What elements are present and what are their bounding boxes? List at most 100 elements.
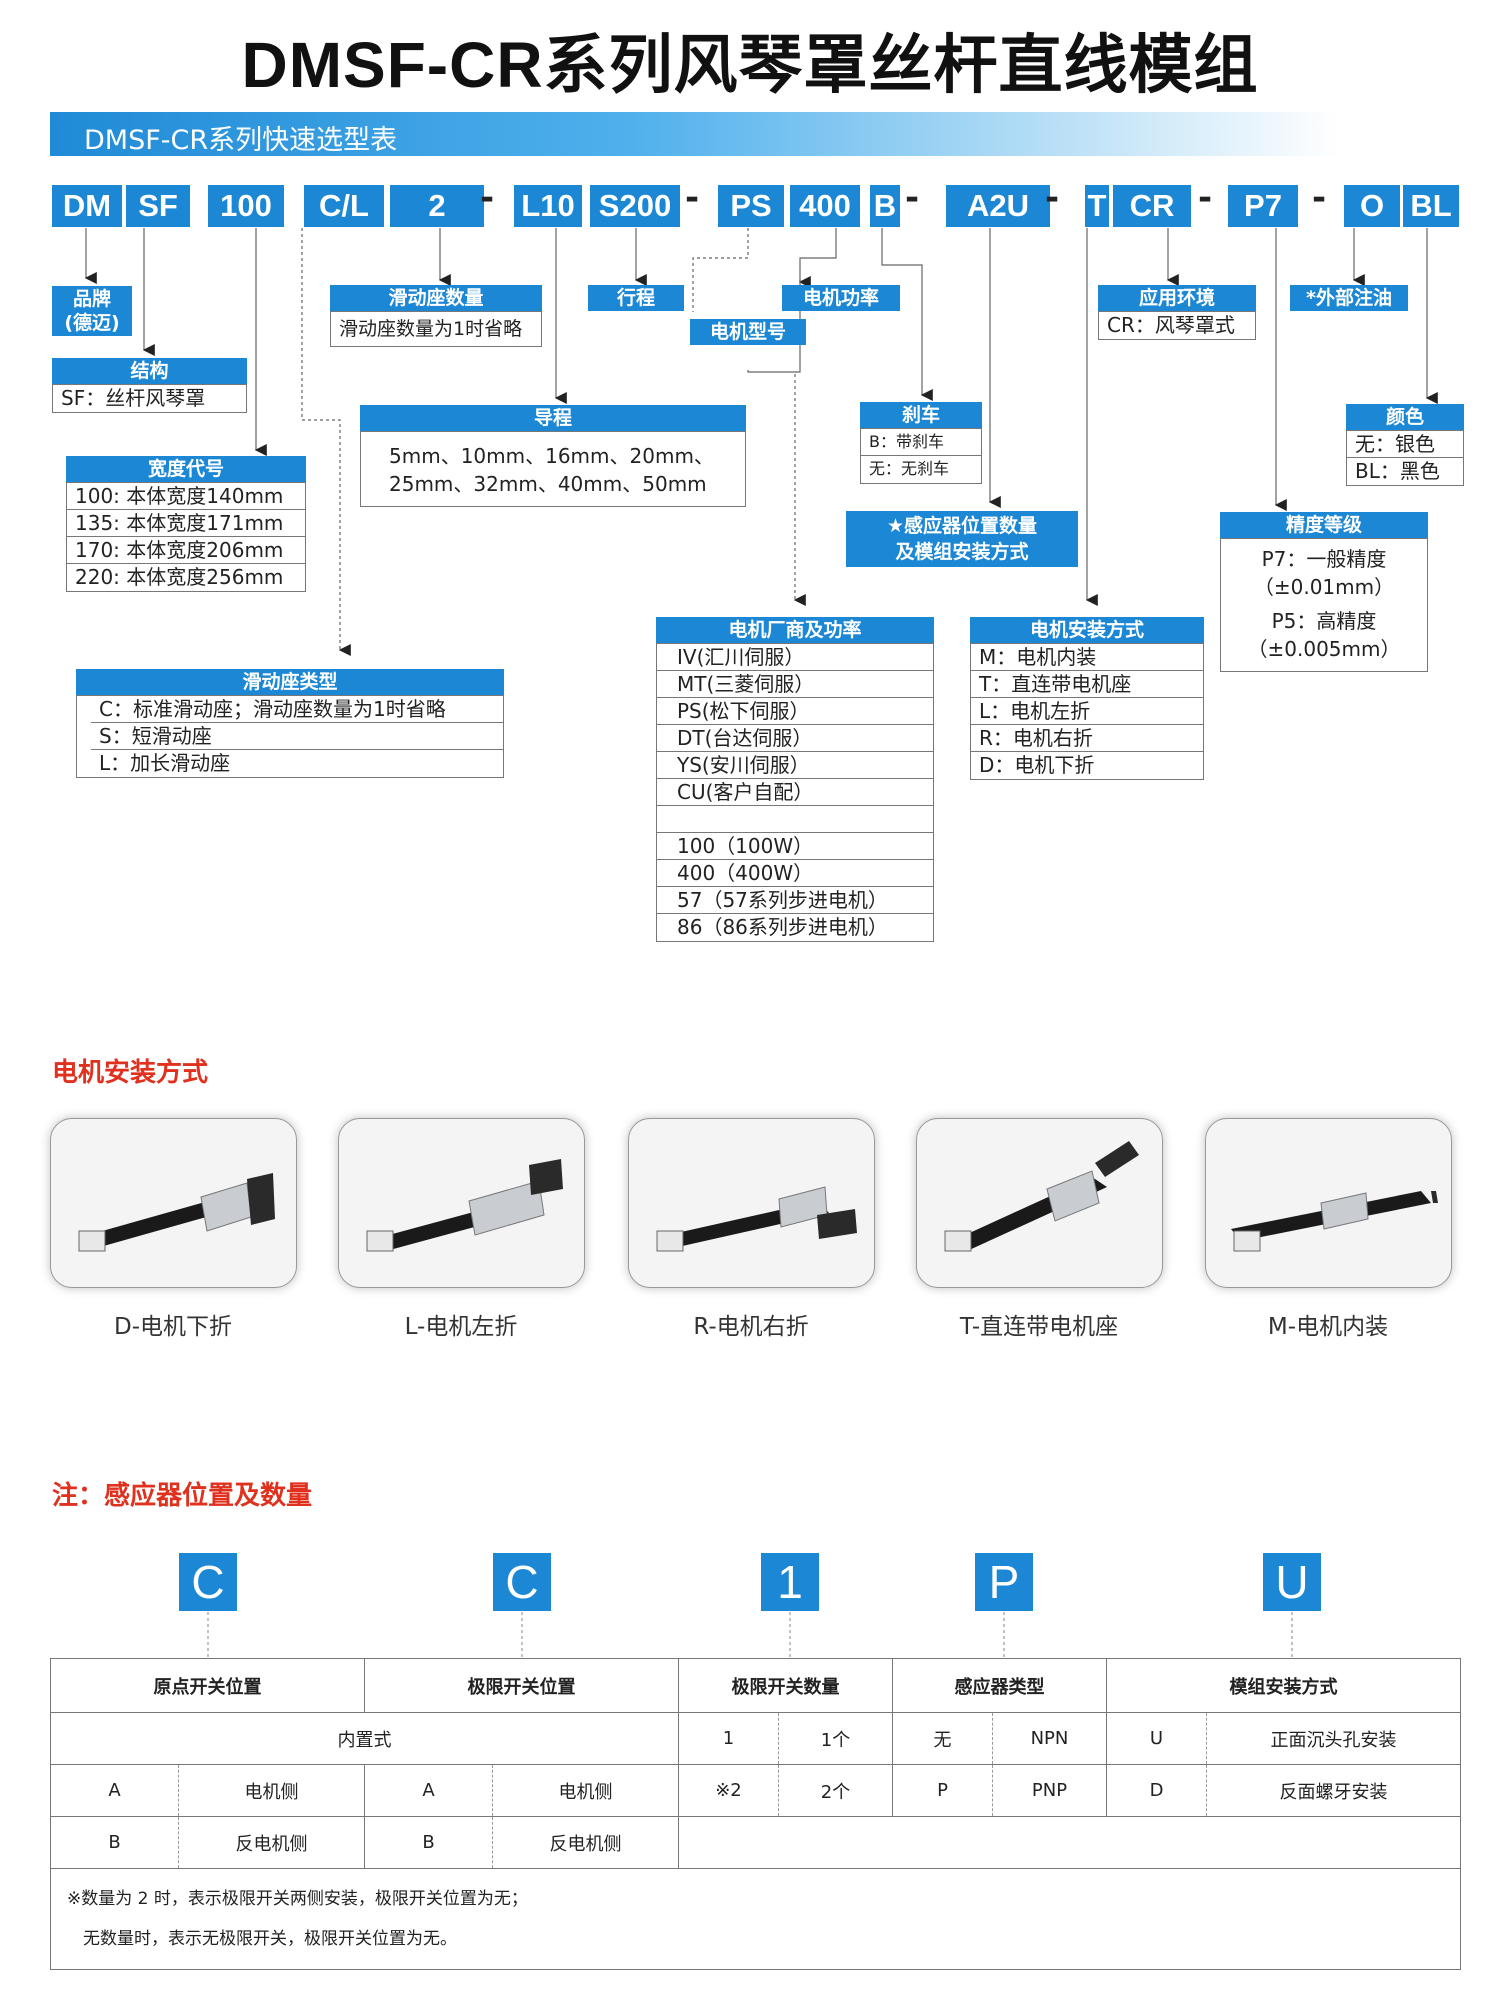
cell-count-code: 1 [678, 1712, 779, 1765]
header-sensor-type: 感应器类型 [892, 1658, 1107, 1713]
cell-builtin: 内置式 [50, 1712, 679, 1765]
header-origin-switch: 原点开关位置 [50, 1658, 365, 1713]
cell-sensor-text: PNP [992, 1764, 1107, 1817]
environment-row: CR：风琴罩式 [1107, 313, 1235, 337]
page-title: DMSF-CR系列风琴罩丝杆直线模组 [241, 29, 1259, 101]
brake-box: 刹车 B：带刹车 无：无刹车 [860, 402, 982, 484]
section-sensor-title: 注：感应器位置及数量 [52, 1481, 313, 1511]
code-separator: - [685, 178, 700, 218]
cell-limit-text: 电机侧 [492, 1764, 679, 1817]
module-caption: R-电机右折 [693, 1314, 809, 1340]
motor-vendor-row [657, 806, 933, 833]
motor-vendor-row: IV(汇川伺服） [657, 644, 933, 671]
motor-vendor-row: MT(三菱伺服） [657, 671, 933, 698]
code-segment: S200 [590, 185, 680, 227]
code-separator: - [1312, 178, 1327, 218]
motor-mount-row: M：电机内装 [971, 644, 1203, 671]
color-row: 无：银色 [1347, 431, 1463, 458]
brand-header: 品牌 (德迈) [52, 286, 132, 336]
oil-header: *外部注油 [1290, 285, 1408, 311]
width-row: 220: 本体宽度256mm [75, 565, 284, 589]
code-segment: DM [52, 185, 122, 227]
banner: DMSF-CR系列快速选型表 [50, 112, 1340, 156]
module-caption: L-电机左折 [404, 1314, 518, 1340]
code-segment: 2 [390, 185, 484, 227]
sensor-table: 原点开关位置 极限开关位置 极限开关数量 感应器类型 模组安装方式 内置式 1 … [50, 1658, 1461, 1970]
width-row: 135: 本体宽度171mm [67, 510, 305, 537]
width-box: 宽度代号 100: 本体宽度140mm 135: 本体宽度171mm 170: … [66, 456, 306, 592]
header-limit-count: 极限开关数量 [678, 1658, 893, 1713]
motor-mount-row: T：直连带电机座 [971, 671, 1203, 698]
code-segment: SF [126, 185, 190, 227]
letter-connectors [207, 1612, 1293, 1658]
precision-line: P7：一般精度 [1261, 547, 1387, 571]
r-fold-module-image [628, 1118, 875, 1288]
sensor-code-letter: P [975, 1553, 1033, 1611]
cell-sensor-code: P [892, 1764, 993, 1817]
code-segment: PS [718, 185, 784, 227]
structure-header: 结构 [52, 358, 247, 384]
note-line-2: 无数量时，表示无极限开关，极限开关位置为无。 [83, 1929, 457, 1949]
brake-row: 无：无刹车 [869, 459, 950, 478]
code-segment: A2U [946, 185, 1050, 227]
sensor-code-letter: U [1263, 1553, 1321, 1611]
table-note: ※数量为 2 时，表示极限开关两侧安装，极限开关位置为无； 无数量时，表示无极限… [50, 1868, 1461, 1970]
color-header: 颜色 [1346, 404, 1464, 430]
motor-vendor-list: IV(汇川伺服）MT(三菱伺服）PS(松下伺服）DT(台达伺服）YS(安川伺服）… [656, 643, 934, 942]
width-header: 宽度代号 [66, 456, 306, 482]
motor-power-header: 电机功率 [782, 285, 900, 311]
code-segment: T [1085, 185, 1109, 227]
cell-count-text: 2个 [778, 1764, 893, 1817]
structure-row: SF：丝杆风琴罩 [61, 386, 206, 410]
cell-count-text: 1个 [778, 1712, 893, 1765]
lead-header: 导程 [360, 405, 746, 431]
cell-origin-code: A [50, 1764, 179, 1817]
cell-mount-code: U [1106, 1712, 1207, 1765]
t-direct-module-image [916, 1118, 1163, 1288]
code-separator: - [1198, 178, 1213, 218]
cell-origin-text: 反电机侧 [178, 1816, 365, 1869]
sensor-code-letter: C [493, 1553, 551, 1611]
motor-vendor-row: PS(松下伺服） [657, 698, 933, 725]
environment-box: 应用环境 CR：风琴罩式 [1098, 285, 1256, 340]
code-separator: - [905, 178, 920, 218]
motor-mount-row: L：电机左折 [971, 698, 1203, 725]
m-inner-module-image [1205, 1118, 1452, 1288]
code-segment: O [1344, 185, 1400, 227]
module-caption: D-电机下折 [113, 1314, 232, 1340]
code-segment: B [870, 185, 900, 227]
motor-mount-header: 电机安装方式 [970, 617, 1204, 643]
motor-vendor-row: YS(安川伺服） [657, 752, 933, 779]
slider-count-box: 滑动座数量 滑动座数量为1时省略 [330, 285, 542, 347]
d-fold-module-image [50, 1118, 297, 1288]
motor-vendor-row: 100（100W） [657, 833, 933, 860]
slider-type-header: 滑动座类型 [76, 669, 504, 695]
lead-box: 导程 5mm、10mm、16mm、20mm、 25mm、32mm、40mm、50… [360, 405, 746, 507]
header-module-mount: 模组安装方式 [1106, 1658, 1461, 1713]
color-box: 颜色 无：银色 BL：黑色 [1346, 404, 1464, 486]
precision-line: P5：高精度 [1271, 609, 1377, 633]
sensor-code-letter: 1 [761, 1553, 819, 1611]
code-segment: 100 [208, 185, 284, 227]
slider-type-row: C：标准滑动座；滑动座数量为1时省略 [91, 696, 503, 723]
code-segment: L10 [514, 185, 582, 227]
motor-mount-row: D：电机下折 [979, 753, 1095, 777]
brake-header: 刹车 [860, 402, 982, 428]
module-caption: T-直连带电机座 [959, 1314, 1119, 1340]
motor-model-header: 电机型号 [690, 319, 806, 345]
cell-empty [678, 1816, 1461, 1869]
code-segment: C/L [304, 185, 384, 227]
motor-mount-box: 电机安装方式 M：电机内装 T：直连带电机座 L：电机左折 R：电机右折 D：电… [970, 617, 1204, 780]
header-limit-switch: 极限开关位置 [364, 1658, 679, 1713]
slider-type-row: L：加长滑动座 [99, 751, 231, 775]
slider-type-box: 滑动座类型 C：标准滑动座；滑动座数量为1时省略 S：短滑动座 L：加长滑动座 [76, 669, 504, 778]
width-row: 100: 本体宽度140mm [67, 483, 305, 510]
environment-header: 应用环境 [1098, 285, 1256, 311]
color-row: BL：黑色 [1355, 459, 1440, 483]
brake-row: B：带刹车 [861, 429, 981, 456]
lead-line: 25mm、32mm、40mm、50mm [389, 472, 707, 496]
motor-vendor-header: 电机厂商及功率 [656, 617, 934, 643]
precision-header: 精度等级 [1220, 512, 1428, 538]
cell-limit-code: B [364, 1816, 493, 1869]
motor-vendor-row: CU(客户自配） [657, 779, 933, 806]
